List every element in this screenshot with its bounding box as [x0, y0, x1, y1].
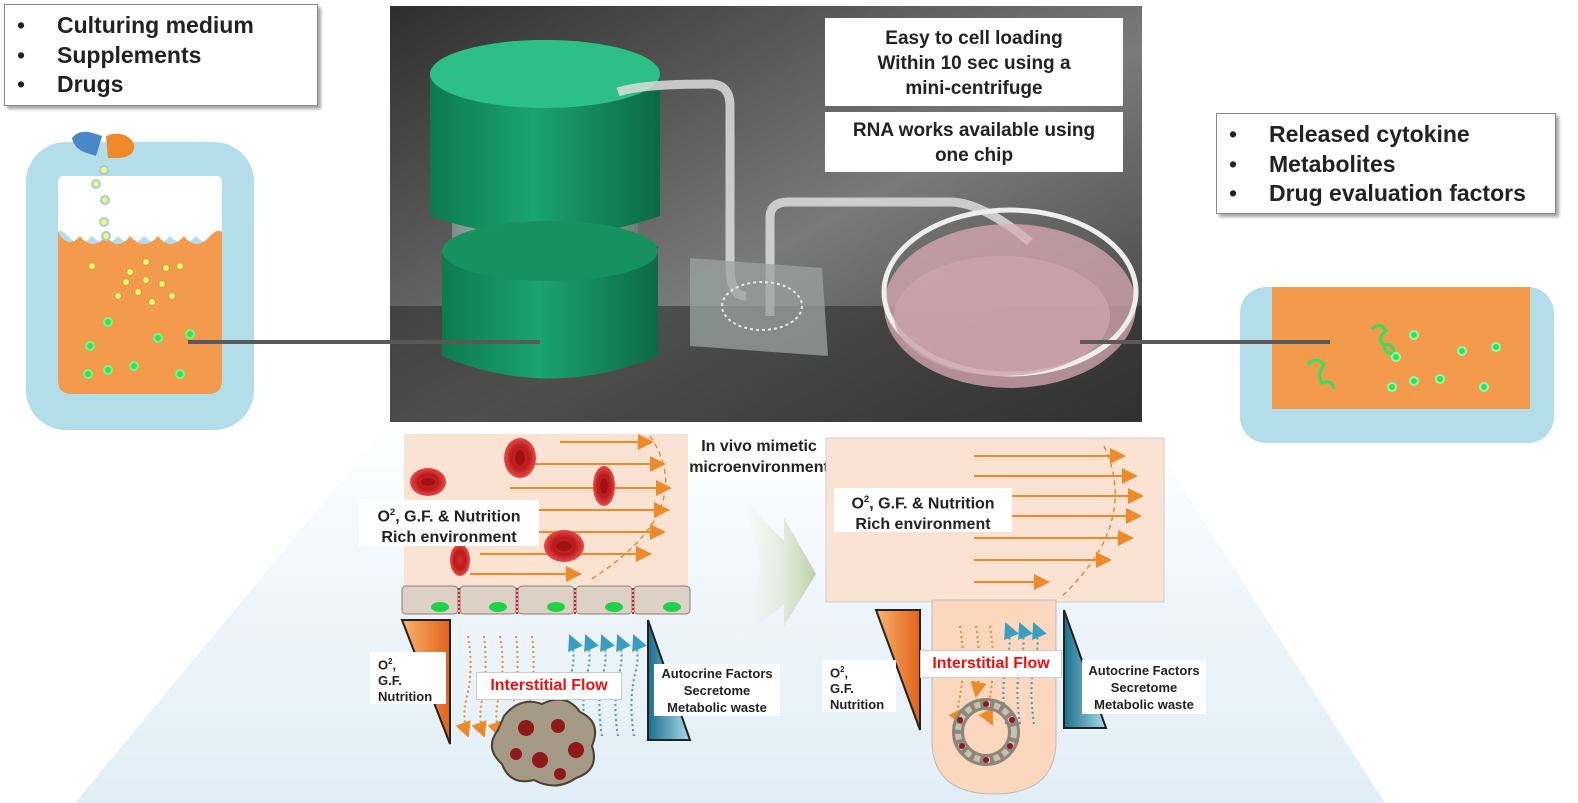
nutrient-line: O2,	[830, 662, 896, 681]
rich-environment-label-right: O2, G.F. & Nutrition Rich environment	[834, 488, 1012, 534]
rich-prefix: O	[851, 495, 864, 513]
inputs-item: Drugs	[5, 70, 317, 100]
nutrient-line: O2,	[378, 654, 446, 673]
outputs-item: Drug evaluation factors	[1217, 179, 1555, 209]
in-vivo-line: microenvironment	[689, 459, 829, 476]
rna-works-line: RNA works available using	[852, 120, 1096, 141]
nutrient-line: G.F.	[830, 681, 854, 697]
cell-loading-line: Easy to cell loading	[885, 28, 1063, 49]
rich-sup: 2	[863, 494, 870, 505]
nutrient-prefix: O	[378, 657, 389, 673]
autocrine-label-left: Autocrine Factors Secretome Metabolic wa…	[654, 664, 780, 716]
nutrient-prefix: O	[830, 665, 841, 681]
rich-environment-line: Rich environment	[381, 529, 517, 547]
cell-loading-line: mini-centrifuge	[905, 78, 1043, 99]
autocrine-line: Metabolic waste	[1094, 697, 1194, 712]
in-vivo-line: In vivo mimetic	[701, 438, 817, 455]
rich-environment-line: O2, G.F. & Nutrition	[359, 502, 539, 527]
tumor-cluster-icon	[491, 698, 596, 787]
nutrient-suffix: ,	[844, 665, 849, 681]
rich-environment-line: Rich environment	[855, 516, 991, 534]
nutrient-label-left: O2, G.F. Nutrition	[370, 652, 446, 704]
rich-prefix: O	[377, 508, 390, 526]
autocrine-line: Autocrine Factors	[661, 666, 773, 681]
autocrine-line: Metabolic waste	[667, 700, 767, 715]
inputs-list-box: Culturing medium Supplements Drugs	[4, 4, 318, 106]
input-reservoir-illustration	[26, 131, 254, 430]
nutrient-sup: 2	[840, 665, 845, 674]
rich-environment-line: O2, G.F. & Nutrition	[834, 489, 1012, 514]
drug-capsule-icon	[72, 131, 135, 158]
autocrine-line: Secretome	[683, 683, 751, 698]
nutrient-sup: 2	[388, 657, 393, 666]
rna-works-label: RNA works available using one chip	[825, 112, 1123, 172]
inputs-item: Culturing medium	[5, 11, 317, 41]
autocrine-label-right: Autocrine Factors Secretome Metabolic wa…	[1082, 660, 1206, 714]
rich-suffix: , G.F. & Nutrition	[395, 508, 521, 526]
outputs-item: Released cytokine	[1217, 120, 1555, 150]
autocrine-line: Secretome	[1110, 680, 1178, 695]
inputs-item: Supplements	[5, 41, 317, 71]
interstitial-flow-label-left: Interstitial Flow	[476, 672, 622, 700]
nutrient-label-right: O2, G.F. Nutrition	[822, 660, 896, 712]
cell-loading-label: Easy to cell loading Within 10 sec using…	[825, 18, 1123, 106]
rna-works-line: one chip	[934, 145, 1014, 166]
interstitial-flow-label-right: Interstitial Flow	[920, 650, 1062, 678]
nutrient-line: Nutrition	[378, 689, 433, 705]
transition-arrow-icon	[730, 480, 816, 646]
outputs-list-box: Released cytokine Metabolites Drug evalu…	[1216, 113, 1556, 214]
rich-sup: 2	[389, 507, 396, 518]
organoid-ring-icon	[952, 698, 1020, 766]
rich-suffix: , G.F. & Nutrition	[869, 495, 995, 513]
autocrine-line: Autocrine Factors	[1088, 663, 1200, 678]
nutrient-line: G.F.	[378, 673, 402, 689]
nutrient-line: Nutrition	[830, 697, 885, 713]
output-chamber-illustration	[1240, 287, 1554, 443]
outputs-item: Metabolites	[1217, 150, 1555, 180]
in-vivo-mimetic-label: In vivo mimetic microenvironment	[676, 434, 842, 480]
rich-environment-label-left: O2, G.F. & Nutrition Rich environment	[359, 500, 539, 546]
cell-loading-line: Within 10 sec using a	[877, 53, 1071, 74]
nutrient-suffix: ,	[392, 657, 397, 673]
